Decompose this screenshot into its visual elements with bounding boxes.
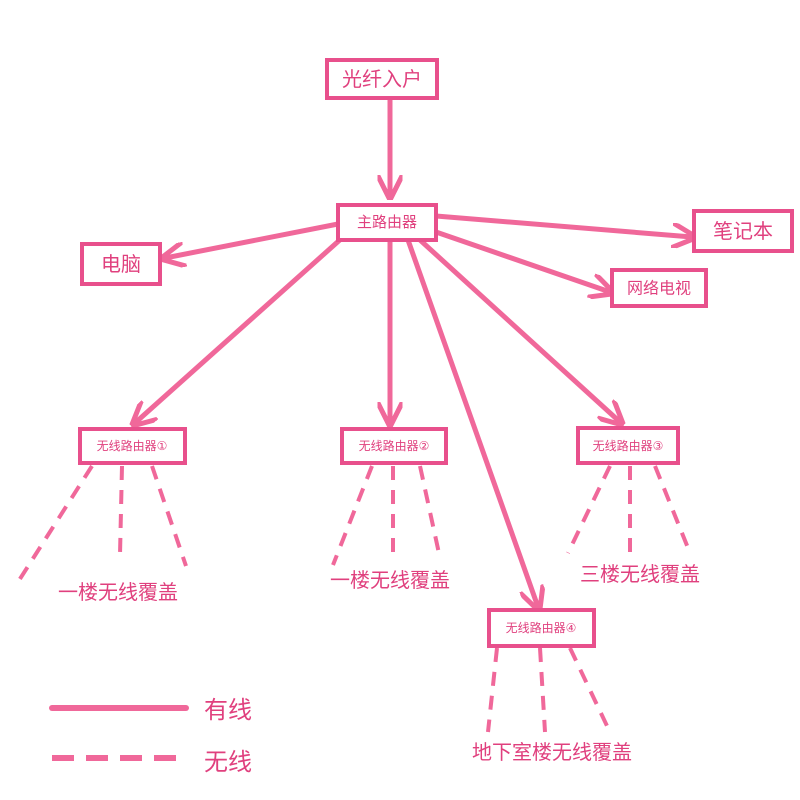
edge-main-router-to-computer — [165, 221, 341, 258]
node-wireless-router-3-label: 无线路由器③ — [593, 438, 664, 453]
edge-main-router-to-wireless-router-3 — [417, 237, 620, 422]
wireless-line — [653, 465, 692, 554]
coverage-label-floor-3: 三楼无线覆盖 — [580, 562, 700, 586]
legend-wireless-label: 无线 — [204, 748, 252, 776]
node-wireless-router-1-label: 无线路由器① — [97, 438, 168, 453]
coverage-label-floor-1-a: 一楼无线覆盖 — [58, 580, 178, 604]
wireless-line — [16, 464, 94, 584]
edge-main-router-to-wireless-router-4 — [405, 237, 538, 607]
node-computer-label: 电脑 — [101, 252, 141, 276]
node-wireless-router-4: 无线路由器④ — [487, 608, 596, 648]
edge-main-router-to-laptop — [433, 213, 692, 237]
wireless-line — [538, 647, 547, 733]
legend-wired-label: 有线 — [204, 696, 252, 724]
node-laptop: 笔记本 — [692, 209, 794, 253]
coverage-label-basement: 地下室楼无线覆盖 — [472, 740, 632, 764]
coverage-label-floor-1-b: 一楼无线覆盖 — [330, 568, 450, 592]
node-fiber: 光纤入户 — [325, 58, 439, 100]
node-laptop-label: 笔记本 — [713, 219, 773, 243]
wireless-coverage-lines — [16, 464, 692, 733]
node-main-router: 主路由器 — [336, 203, 438, 242]
node-network-tv-label: 网络电视 — [627, 279, 691, 298]
node-fiber-label: 光纤入户 — [342, 67, 422, 91]
wired-connections — [135, 95, 692, 607]
edge-main-router-to-wireless-router-1 — [135, 235, 345, 423]
node-wireless-router-4-label: 无线路由器④ — [506, 620, 577, 635]
node-wireless-router-1: 无线路由器① — [78, 427, 187, 465]
node-network-tv: 网络电视 — [610, 268, 708, 308]
node-wireless-router-2-label: 无线路由器② — [359, 438, 430, 453]
wireless-line — [566, 465, 612, 554]
wireless-line — [150, 465, 188, 567]
node-wireless-router-3: 无线路由器③ — [576, 426, 680, 465]
wireless-line — [331, 465, 374, 566]
legend: 有线 无线 — [49, 696, 252, 776]
wireless-line — [486, 647, 499, 733]
wireless-line — [418, 465, 442, 559]
wireless-line — [568, 647, 610, 729]
edge-main-router-to-network-tv — [433, 229, 610, 292]
node-computer: 电脑 — [80, 242, 162, 286]
wireless-line — [118, 465, 124, 556]
node-wireless-router-2: 无线路由器② — [340, 427, 448, 465]
node-main-router-label: 主路由器 — [357, 213, 417, 231]
